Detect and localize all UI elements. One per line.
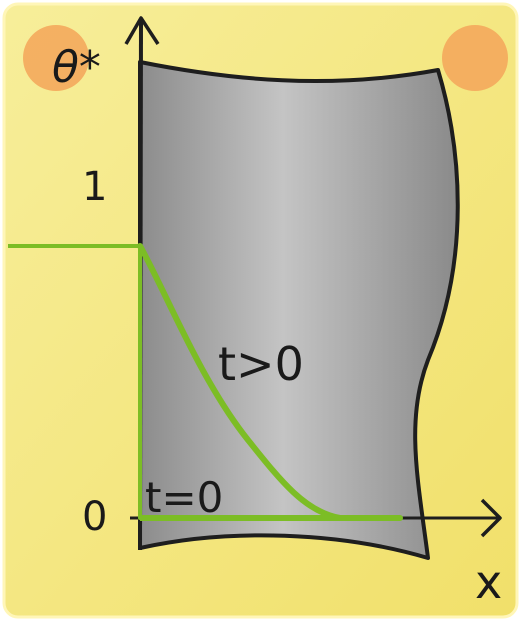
tick-label-one: 1 bbox=[82, 164, 107, 210]
x-axis-arrowhead bbox=[480, 498, 502, 538]
y-axis-label: θ* bbox=[52, 42, 101, 93]
tick-label-zero: 0 bbox=[82, 494, 107, 540]
y-axis-arrowhead bbox=[124, 16, 160, 45]
curve-label-initial: t=0 bbox=[145, 473, 223, 522]
corner-dot-right bbox=[442, 25, 508, 91]
temperature-profile-curve bbox=[137, 243, 403, 521]
curve-label-after: t>0 bbox=[218, 337, 304, 391]
x-axis-label: x bbox=[475, 555, 502, 609]
solid-slab bbox=[138, 60, 460, 560]
corner-dot-left bbox=[23, 25, 89, 91]
